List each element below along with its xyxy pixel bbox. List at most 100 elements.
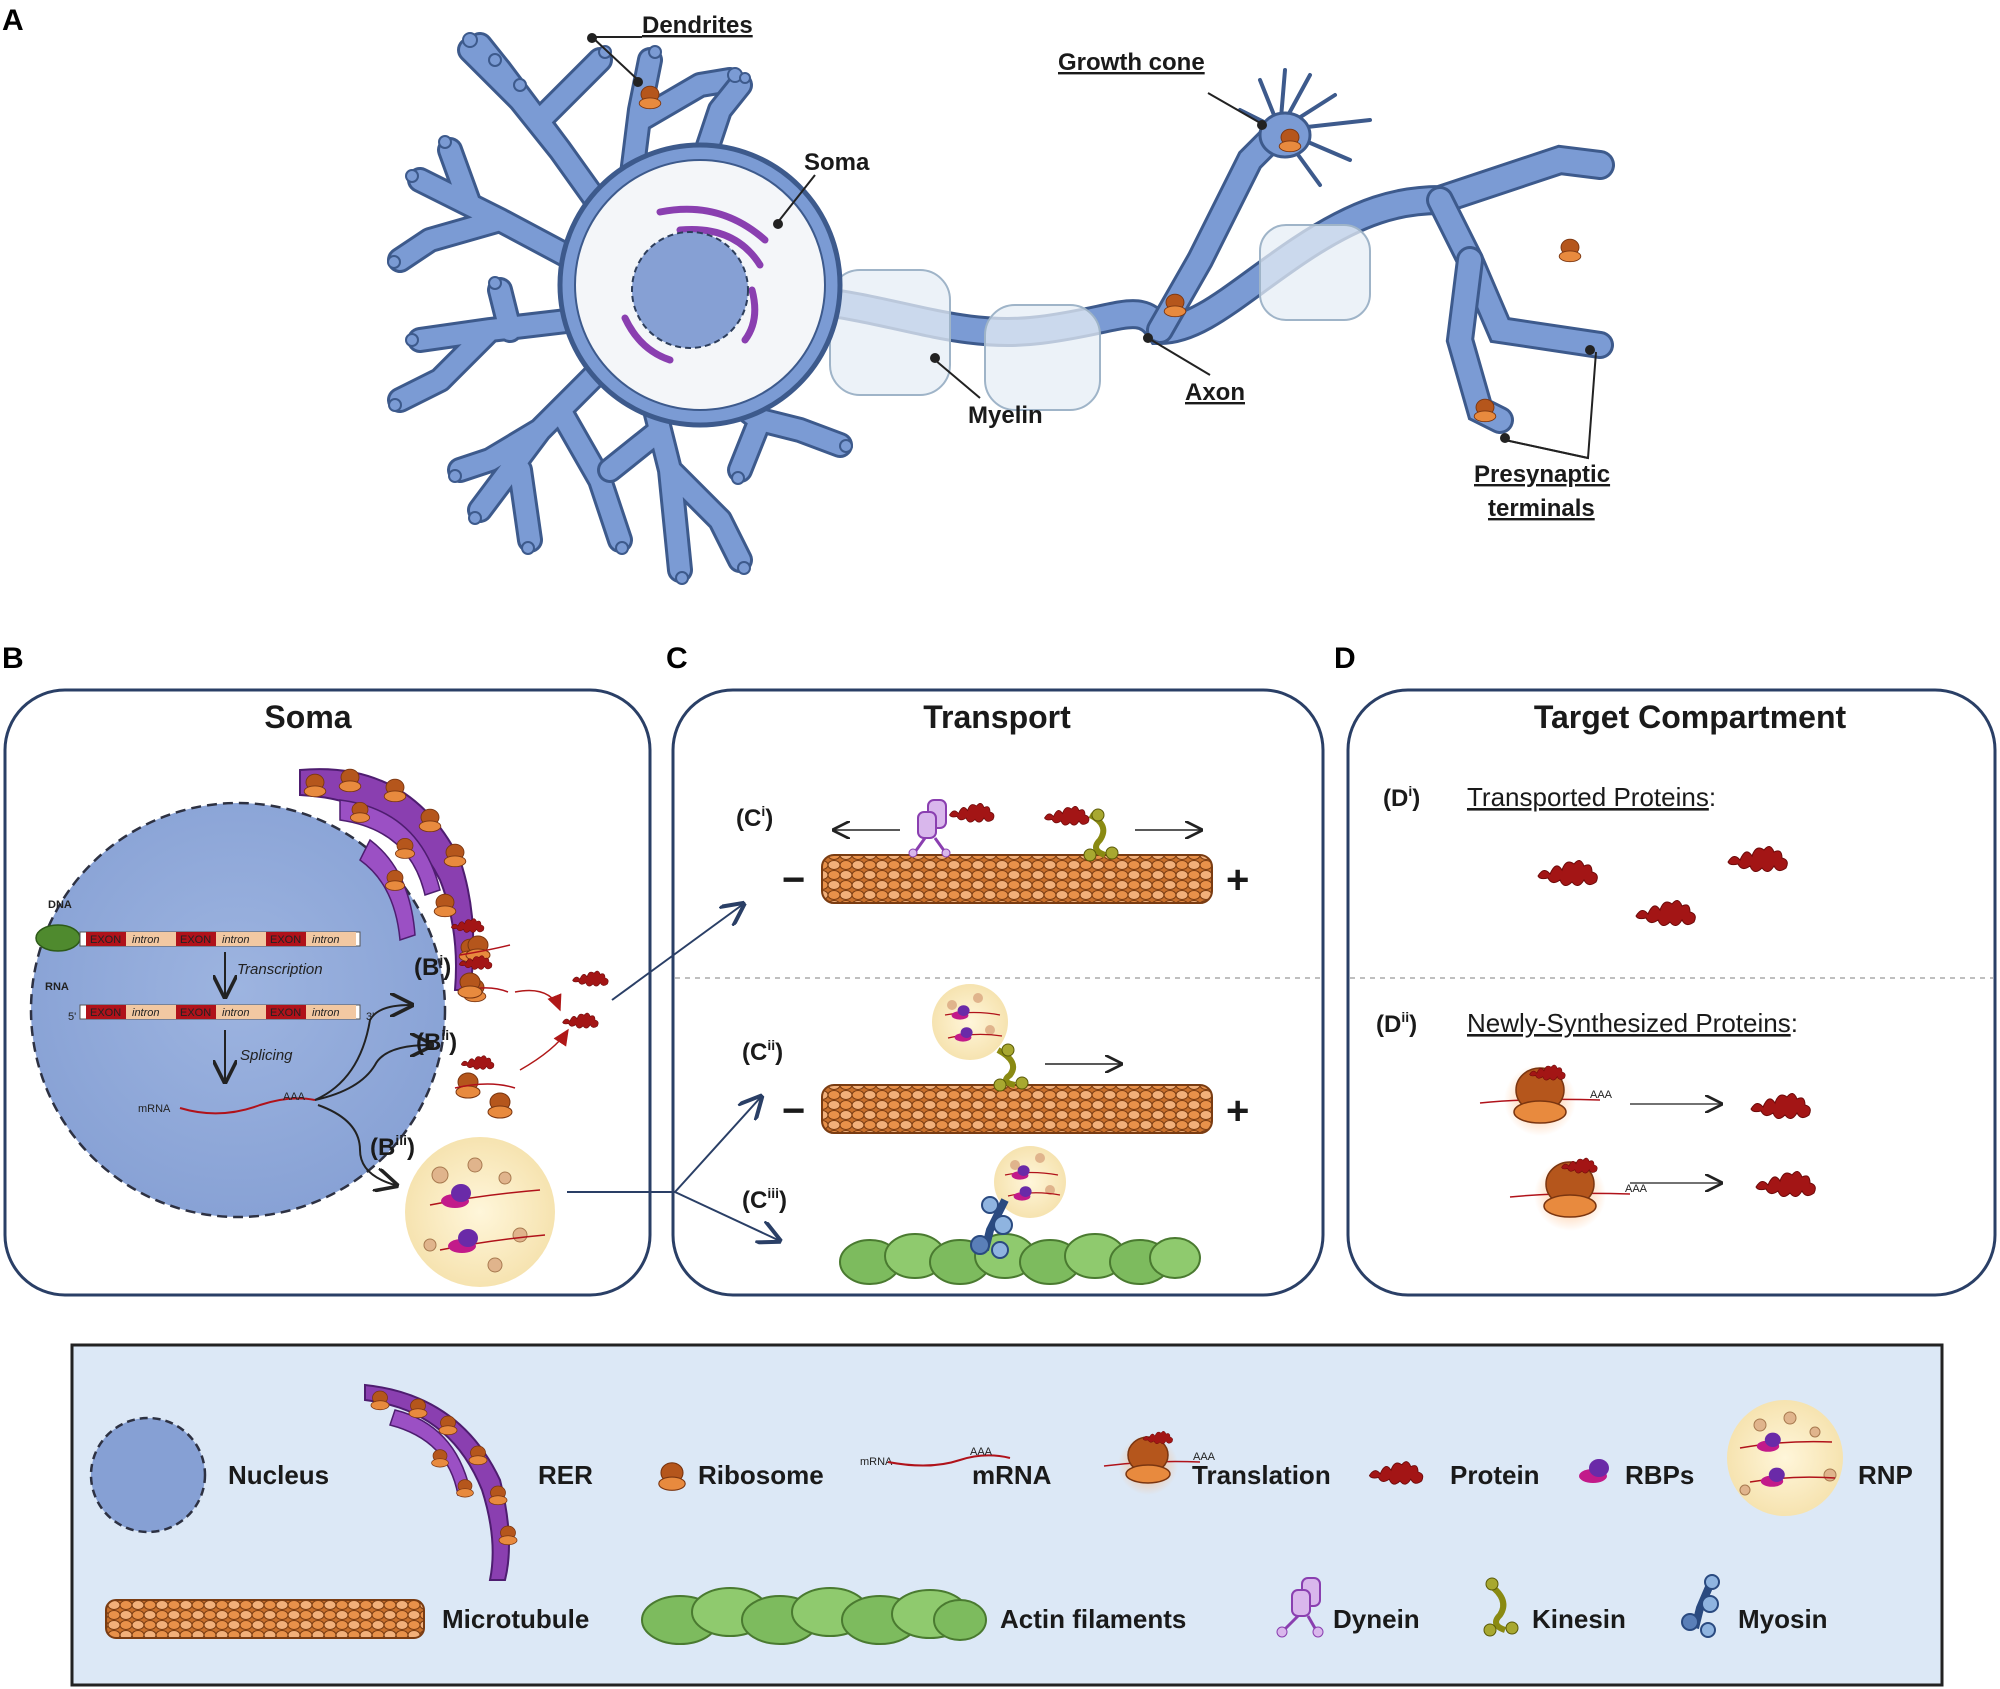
svg-text:EXON: EXON <box>270 934 301 946</box>
label-growth-cone: Growth cone <box>1058 49 1205 76</box>
svg-text:EXON: EXON <box>270 1007 301 1019</box>
legend-rbps: RBPs <box>1625 1460 1694 1490</box>
transport-panel-content: (Ci) − + (Cii) − + <box>675 799 1320 1285</box>
svg-text:intron: intron <box>132 1007 160 1019</box>
plus-cii: + <box>1226 1089 1249 1133</box>
svg-text:5': 5' <box>68 1011 76 1023</box>
label-dii: (Dii) <box>1376 1009 1417 1038</box>
legend-rer: RER <box>538 1460 593 1490</box>
legend-dynein: Dynein <box>1333 1604 1420 1634</box>
svg-text:intron: intron <box>132 934 160 946</box>
label-di: (Di) <box>1383 783 1420 812</box>
svg-text:AAA: AAA <box>1193 1451 1216 1463</box>
legend-rnp-icon <box>1727 1400 1843 1516</box>
legend-dynein-icon <box>1276 1577 1324 1638</box>
svg-text:EXON: EXON <box>180 1007 211 1019</box>
label-ci: (Ci) <box>736 803 773 832</box>
legend-mrna: mRNA <box>972 1460 1052 1490</box>
legend-ribosome-icon <box>658 1462 686 1491</box>
label-bii: (Bii) <box>416 1027 457 1056</box>
label-bi: (Bi) <box>414 952 451 981</box>
svg-text:AAA: AAA <box>1590 1089 1613 1101</box>
svg-text:EXON: EXON <box>90 934 121 946</box>
legend-myosin: Myosin <box>1738 1604 1828 1634</box>
kinesin-cii <box>993 1043 1029 1092</box>
legend-microtubule-icon <box>105 1599 425 1639</box>
dna-label: DNA <box>48 899 72 911</box>
legend-nucleus: Nucleus <box>228 1460 329 1490</box>
legend-ribosome: Ribosome <box>698 1460 824 1490</box>
neuron-illustration <box>387 32 1615 585</box>
minus-ci: − <box>782 858 805 902</box>
rnp-ciii <box>994 1146 1066 1218</box>
label-axon: Axon <box>1185 379 1245 406</box>
label-soma: Soma <box>804 149 870 176</box>
soma-panel-title: Soma <box>264 699 351 735</box>
myosin-ciii <box>970 1196 1013 1259</box>
mrna-label: mRNA <box>138 1103 171 1115</box>
target-panel-content: (Di) Transported Proteins: (Dii) Newly-S… <box>1350 782 1993 1231</box>
legend-microtubule: Microtubule <box>442 1604 589 1634</box>
svg-text:EXON: EXON <box>180 934 211 946</box>
target-panel-title: Target Compartment <box>1534 699 1847 735</box>
svg-text:AAA: AAA <box>283 1091 306 1103</box>
rer-large <box>299 768 487 1003</box>
soma-rer <box>621 205 769 364</box>
legend-myosin-icon <box>1681 1574 1720 1638</box>
legend-mrna-small: mRNA <box>860 1456 893 1468</box>
legend-actin-icon <box>641 1587 987 1645</box>
legend-nucleus-icon <box>89 1416 207 1534</box>
dna-strand: EXON intron EXON intron EXON intron <box>79 931 361 947</box>
legend-translation-icon: AAA <box>1103 1430 1216 1495</box>
label-myelin: Myelin <box>968 402 1043 429</box>
rnp-cii <box>932 984 1008 1060</box>
plus-ci: + <box>1226 858 1249 902</box>
legend-translation: Translation <box>1192 1460 1331 1490</box>
microtubule-cii <box>821 1084 1213 1134</box>
label-ciii: (Ciii) <box>742 1185 787 1214</box>
label-cii: (Cii) <box>742 1037 783 1066</box>
legend-kinesin: Kinesin <box>1532 1604 1626 1634</box>
panel-letter-d: D <box>1334 642 1356 675</box>
panel-letter-c: C <box>666 642 688 675</box>
label-biii: (Biii) <box>370 1132 415 1161</box>
svg-text:EXON: EXON <box>90 1007 121 1019</box>
svg-text:intron: intron <box>312 1007 340 1019</box>
svg-text:AAA: AAA <box>970 1446 993 1458</box>
legend-kinesin-icon <box>1483 1577 1519 1637</box>
svg-text:3': 3' <box>366 1011 374 1023</box>
label-presynaptic-1: Presynaptic <box>1474 461 1610 488</box>
legend-rer-icon <box>364 1383 518 1581</box>
rna-label: RNA <box>45 981 69 993</box>
dendritic-spines <box>387 32 853 585</box>
legend-rnp: RNP <box>1858 1460 1913 1490</box>
svg-text:intron: intron <box>222 934 250 946</box>
soma-nucleus <box>631 231 749 349</box>
dynein-ci <box>908 799 951 858</box>
svg-text:intron: intron <box>312 934 340 946</box>
transported-proteins-label: Transported Proteins: <box>1467 782 1716 812</box>
splicing-label: Splicing <box>240 1047 293 1064</box>
soma-panel-content: DNA EXON intron EXON intron EXON intron … <box>29 768 778 1287</box>
myelin-sheaths <box>829 224 1371 411</box>
transcription-label: Transcription <box>237 961 323 978</box>
label-presynaptic-2: terminals <box>1488 495 1595 522</box>
target-panel-box <box>1346 688 1997 1297</box>
transport-panel-box <box>671 688 1325 1297</box>
neuron-labels: Dendrites Soma Growth cone Axon Myelin P… <box>587 12 1610 522</box>
transport-panel-title: Transport <box>923 699 1071 735</box>
minus-cii: − <box>782 1089 805 1133</box>
panel-letter-b: B <box>2 642 24 675</box>
legend-actin: Actin filaments <box>1000 1604 1186 1634</box>
kinesin-ci <box>1083 808 1119 862</box>
rnp-granule-soma <box>405 1137 555 1287</box>
rna-strand: 5' EXON intron EXON intron EXON intron 3… <box>68 1004 374 1023</box>
label-dendrites: Dendrites <box>642 12 753 39</box>
svg-text:AAA: AAA <box>1625 1183 1648 1195</box>
microtubule-ci <box>821 854 1213 904</box>
panel-letter-a: A <box>2 4 24 37</box>
svg-text:intron: intron <box>222 1007 250 1019</box>
legend-protein: Protein <box>1450 1460 1540 1490</box>
legend: Nucleus RER Ribosome mRNA AAA mRNA AAA <box>70 1343 1944 1687</box>
